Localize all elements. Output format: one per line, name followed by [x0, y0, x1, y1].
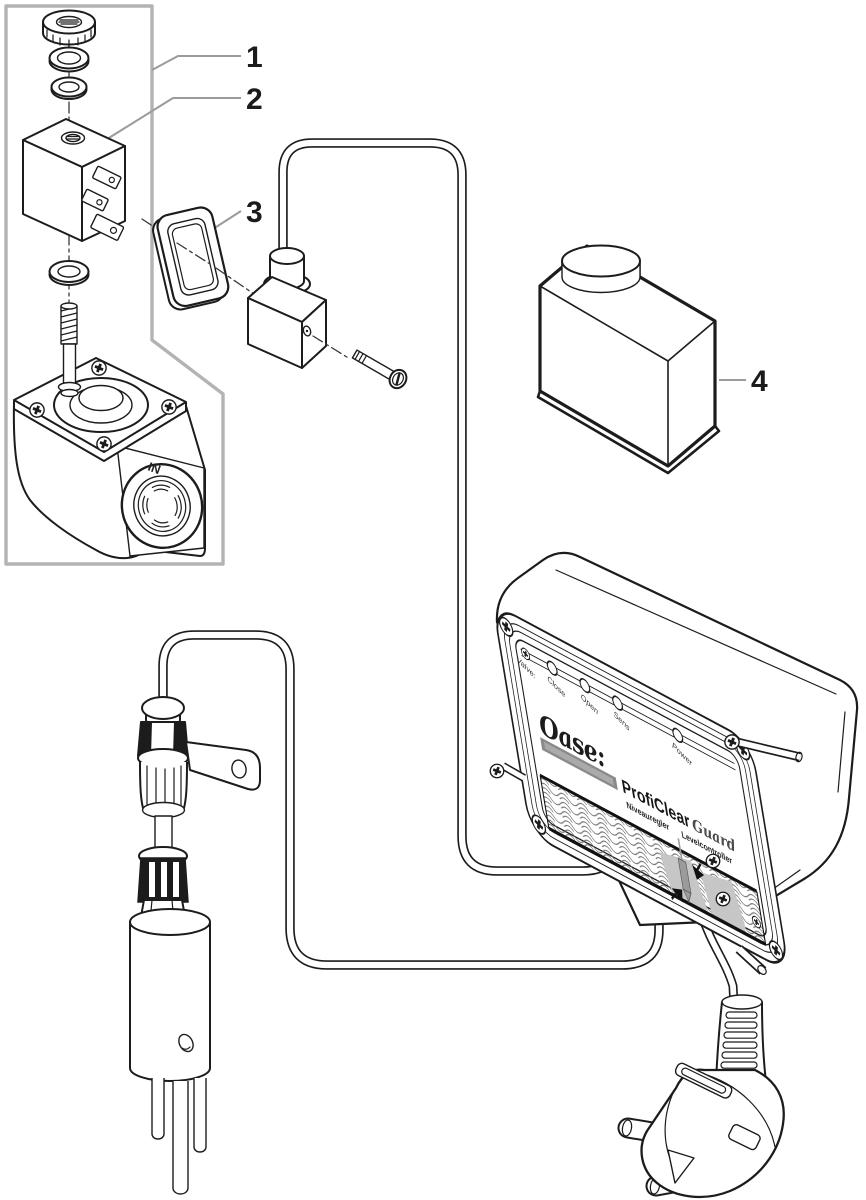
controller-lid: Valve: Close Open Sens Power Oase: Profi…	[496, 612, 786, 964]
coil-terminal-2	[81, 188, 109, 212]
mounting-bracket	[185, 741, 261, 791]
leader-line-1	[151, 54, 241, 71]
gasket	[152, 206, 230, 311]
probe-line	[677, 837, 684, 863]
solenoid-assembly	[22, 9, 126, 286]
valve-screw-icon	[29, 402, 45, 418]
leader-line-2	[95, 96, 241, 147]
knurled-ring	[139, 761, 188, 819]
level-arrow-down-icon	[692, 864, 705, 880]
o-ring-bottom	[48, 260, 90, 286]
cable-gland-top	[137, 696, 189, 768]
leader-line-3	[212, 210, 242, 230]
controller-side-screws	[489, 734, 803, 975]
valve-screw-icon	[91, 360, 107, 376]
group-1-frame	[4, 4, 225, 566]
callout-2-label: 2	[246, 83, 263, 116]
screw-axis-dash	[312, 335, 351, 360]
led-close	[546, 660, 558, 676]
coil-terminal-1	[92, 165, 122, 190]
canister-cap	[561, 244, 641, 294]
led-power	[672, 727, 684, 744]
cable-sensor	[158, 630, 664, 970]
valve-screw-icon	[161, 399, 177, 415]
power-plug	[617, 994, 785, 1199]
probe-icon	[677, 857, 692, 903]
earth-contact	[667, 1149, 695, 1184]
din-connector	[247, 247, 327, 369]
plug-side-slot	[728, 1123, 761, 1151]
axis-dash-3	[215, 267, 255, 295]
electrode-pins	[151, 1078, 207, 1195]
o-ring-top	[50, 76, 88, 100]
port-label-in: IN	[146, 460, 163, 477]
valve-port	[120, 462, 204, 550]
led-open	[579, 677, 591, 694]
axis-dash-2	[176, 242, 211, 265]
canister	[536, 244, 721, 475]
callout-3-label: 3	[246, 196, 263, 229]
bracket-hole	[231, 759, 247, 779]
valve-screw-icon	[96, 436, 112, 452]
callout-leaders: 1 2 3 4	[95, 41, 768, 398]
sensor-probe	[129, 908, 211, 1082]
washer	[48, 46, 90, 73]
coil-terminal-3	[90, 213, 125, 241]
callout-4-label: 4	[751, 365, 768, 398]
solenoid-coil	[22, 118, 126, 242]
callout-1-label: 1	[246, 41, 263, 74]
led-sens	[612, 695, 624, 711]
canister-base-rim	[536, 389, 721, 475]
connector-screw	[351, 349, 408, 390]
plug-top-slot	[674, 1062, 733, 1099]
valve-body: IN	[12, 302, 206, 560]
strain-relief	[715, 994, 767, 1083]
coil-nut	[42, 9, 96, 47]
level-controller-unit: Valve: Close Open Sens Power Oase: Profi…	[489, 551, 859, 975]
sensor-assembly	[129, 696, 261, 1195]
valve-stem	[57, 302, 82, 398]
